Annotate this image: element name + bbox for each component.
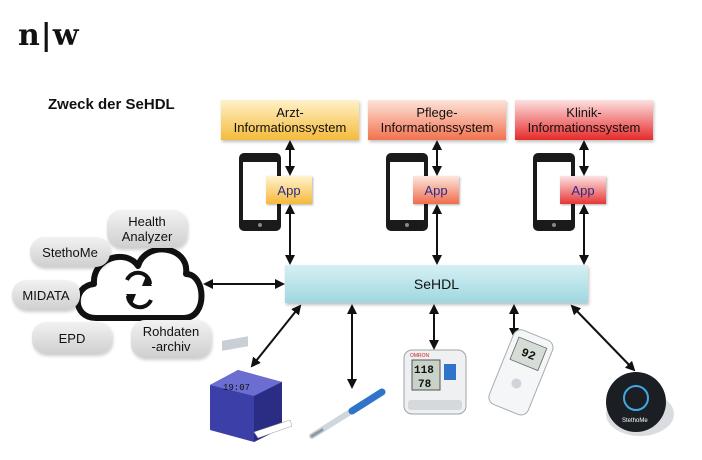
bp-diastolic: 78 [418,379,432,391]
rohdatenarchiv-label: Rohdaten -archiv [142,324,200,354]
klinik-informationssystem-box: Klinik- Informationssystem [515,100,653,140]
vital-monitor-device-icon [210,336,293,442]
app-box-klinik: App [560,176,606,204]
stethome-device-icon [606,372,674,436]
source-rohdatenarchiv: Rohdaten -archiv [131,320,211,358]
logo: n|w [18,18,80,53]
epd-label: EPD [58,330,86,346]
source-epd: EPD [32,322,112,354]
arzt-label: Arzt- Informationssystem [233,105,347,135]
bp-systolic: 118 [414,365,434,377]
stethome-brand: StethoMe [622,418,648,424]
source-stethome: StethoMe [30,237,110,267]
arzt-informationssystem-box: Arzt- Informationssystem [221,100,359,140]
monitor-display: 19:07 [223,383,250,393]
smartphone-icon-1 [239,153,281,231]
app-box-arzt: App [266,176,312,204]
app-box-pflege: App [413,176,459,204]
source-midata: MIDATA [12,280,80,310]
cloud-icon [74,246,205,321]
source-health-analyzer: Health Analyzer [107,210,187,248]
thermometer-icon [309,388,386,439]
page-title: Zweck der SeHDL [48,96,175,113]
stethome-label: StethoMe [42,244,98,260]
sehdl-hub: SeHDL [285,265,588,303]
glucose-meter-icon [488,329,554,416]
pflege-label: Pflege- Informationssystem [380,105,494,135]
system-app-arrows [203,140,636,389]
midata-label: MIDATA [22,287,70,303]
health-analyzer-label: Health Analyzer [121,214,173,244]
pflege-informationssystem-box: Pflege- Informationssystem [368,100,506,140]
klinik-label: Klinik- Informationssystem [527,105,641,135]
bp-brand: OMRON [410,353,430,359]
smartphone-icon-3 [533,153,575,231]
glucose-display: 92 [519,346,538,364]
blood-pressure-monitor-icon [403,349,467,415]
smartphone-icon-2 [386,153,428,231]
